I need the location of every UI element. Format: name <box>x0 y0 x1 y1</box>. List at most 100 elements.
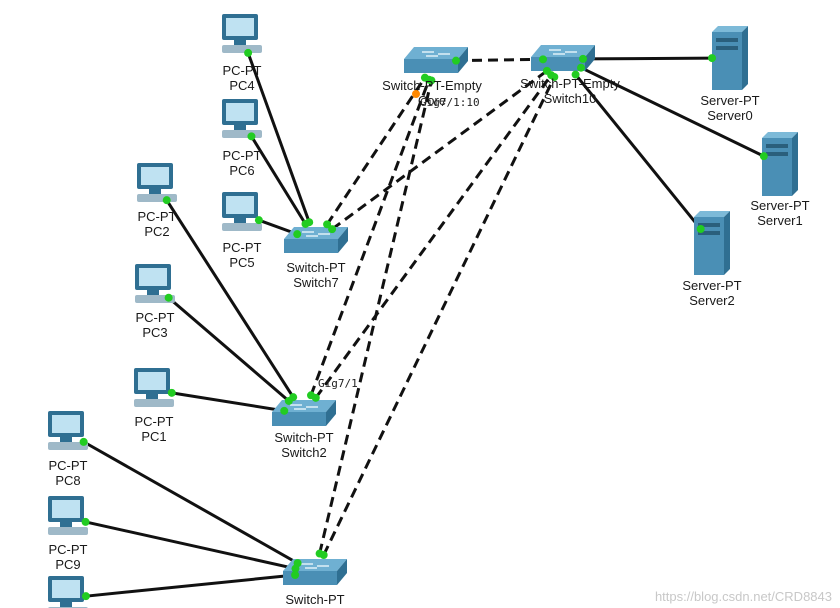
link-pc1-switch2 <box>171 391 285 413</box>
switch-front <box>283 571 337 585</box>
pc-keyboard <box>134 399 174 407</box>
port-dot-switch2-5 <box>280 406 289 415</box>
pc-keyboard <box>222 45 262 53</box>
port-dot-switch7-1 <box>301 219 310 228</box>
pc-screen <box>226 103 254 121</box>
device-model: Switch-PT-Empty <box>382 78 482 93</box>
device-model: PC-PT <box>48 542 88 557</box>
device-model: Switch-PT <box>285 592 345 607</box>
server-icon-server1 <box>762 132 798 196</box>
pc-keyboard <box>222 130 262 138</box>
device-name: PC8 <box>55 473 81 488</box>
port-dot-pc10-8 <box>81 592 90 601</box>
port-dot-pc4-0 <box>244 48 253 57</box>
pc-screen <box>52 500 80 518</box>
switch-arrows <box>549 49 577 55</box>
device-name: PC6 <box>229 163 255 178</box>
pc-stand <box>149 189 161 194</box>
port-dot-pc9-7 <box>81 517 90 526</box>
server-slot <box>766 152 788 156</box>
server-top <box>712 26 748 32</box>
port-dot-server1-17 <box>759 152 768 161</box>
pc-stand <box>146 394 158 399</box>
switch-side <box>337 559 347 585</box>
pc-screen <box>52 415 80 433</box>
device-model: Switch-PT-Empty <box>520 76 620 91</box>
device-model: PC-PT <box>222 240 262 255</box>
link-switch10-server1 <box>580 66 765 158</box>
pc-icon-pc5 <box>222 192 262 231</box>
switch-arrows <box>302 231 330 237</box>
switch-top <box>404 47 468 59</box>
port-dot-switch10-15 <box>550 73 559 82</box>
pc-keyboard <box>222 223 262 231</box>
pc-stand <box>60 437 72 442</box>
server-slot <box>698 231 720 235</box>
switch-icon-core <box>404 47 468 73</box>
watermark: https://blog.csdn.net/CRD8843 <box>654 589 832 604</box>
port-dot-switch2-4 <box>284 396 293 405</box>
device-name: Core <box>417 93 447 108</box>
server-icon-server0 <box>712 26 748 90</box>
device-model: PC-PT <box>222 148 262 163</box>
port-dot-switchb-15 <box>319 550 328 559</box>
link-pc3-switch2 <box>167 296 290 403</box>
server-top <box>762 132 798 138</box>
device-name: PC5 <box>229 255 255 270</box>
device-name: PC3 <box>142 325 168 340</box>
pc-stand <box>234 40 246 45</box>
links-layer <box>82 52 765 598</box>
server-side <box>742 26 748 90</box>
device-model: PC-PT <box>134 414 174 429</box>
switch-side <box>326 400 336 426</box>
switch-side <box>585 45 595 71</box>
switch-front <box>272 412 326 426</box>
device-name: Server2 <box>689 293 735 308</box>
switch-top <box>531 45 595 57</box>
pc-stand <box>234 125 246 130</box>
switch-front <box>404 59 458 73</box>
device-name: Switch10 <box>543 91 597 106</box>
port-dot-pc8-6 <box>79 437 88 446</box>
port-dot-switch7-2 <box>293 230 302 239</box>
pc-icon-pc2 <box>137 163 177 202</box>
pc-keyboard <box>48 527 88 535</box>
port-dot-switch10-9 <box>539 55 548 64</box>
pc-icon-pc9 <box>48 496 88 535</box>
pc-stand <box>234 218 246 223</box>
link-switch2-switch10 <box>314 74 553 399</box>
port-dots-layer <box>79 48 768 601</box>
link-switchb-core <box>318 80 433 554</box>
link-pc6-switch7 <box>250 135 307 225</box>
link-pc9-switchb <box>85 520 296 571</box>
pc-keyboard <box>48 442 88 450</box>
device-model: Switch-PT <box>286 260 346 275</box>
device-model: PC-PT <box>137 209 177 224</box>
device-model: PC-PT <box>48 458 88 473</box>
devices-layer <box>48 14 798 608</box>
switch-front <box>284 239 338 253</box>
port-dot-switch10-18 <box>571 70 580 79</box>
switch-arrows <box>301 563 329 569</box>
port-dot-server2-18 <box>696 225 705 234</box>
switch2-port-label: Gig7/1 <box>318 377 358 390</box>
server-slot <box>716 46 738 50</box>
pc-icon-pc3 <box>135 264 175 303</box>
port-dot-switch7-11 <box>328 225 337 234</box>
device-label-switchb: Switch-PT <box>285 592 344 607</box>
link-core-switch10 <box>455 57 544 63</box>
device-model: Server-PT <box>700 93 760 108</box>
pc-screen <box>141 167 169 185</box>
switch-side <box>338 227 348 253</box>
server-side <box>724 211 730 275</box>
device-name: Switch7 <box>293 275 339 290</box>
